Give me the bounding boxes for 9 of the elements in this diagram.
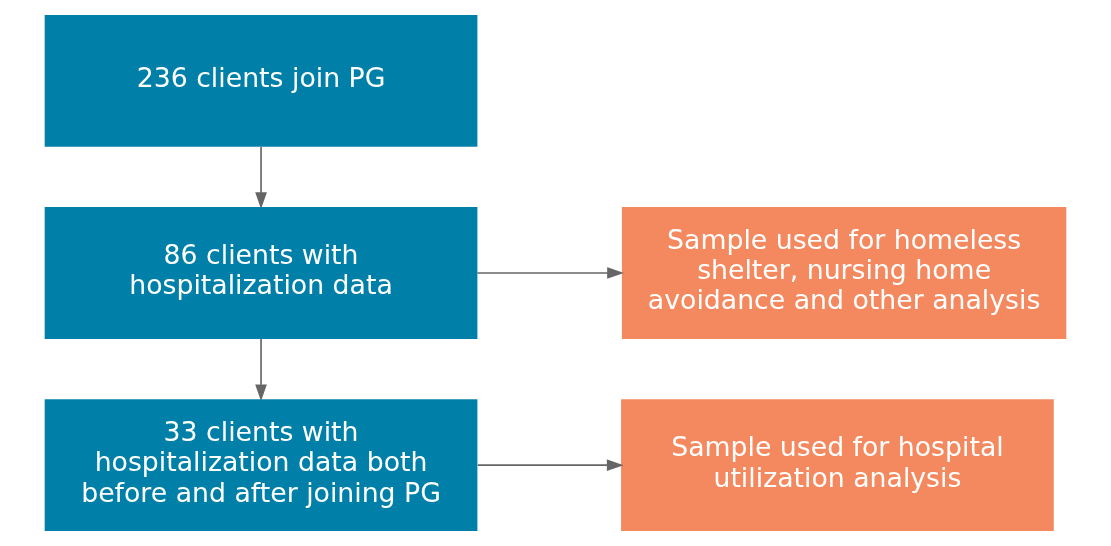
arrow — [255, 338, 267, 402]
arrow — [476, 459, 624, 471]
node-box: 236 clients join PG — [44, 14, 478, 147]
node-box: 86 clients with hospitalization data — [44, 207, 478, 339]
node-box: Sample used for homeless shelter, nursing home avoidance and other analysis — [621, 207, 1067, 339]
node-box: 33 clients with hospitalization data both before and after joining PG — [44, 399, 478, 532]
arrow — [255, 146, 267, 210]
arrow — [476, 267, 624, 279]
node-box: Sample used for hospital utilization analysis — [621, 399, 1054, 532]
